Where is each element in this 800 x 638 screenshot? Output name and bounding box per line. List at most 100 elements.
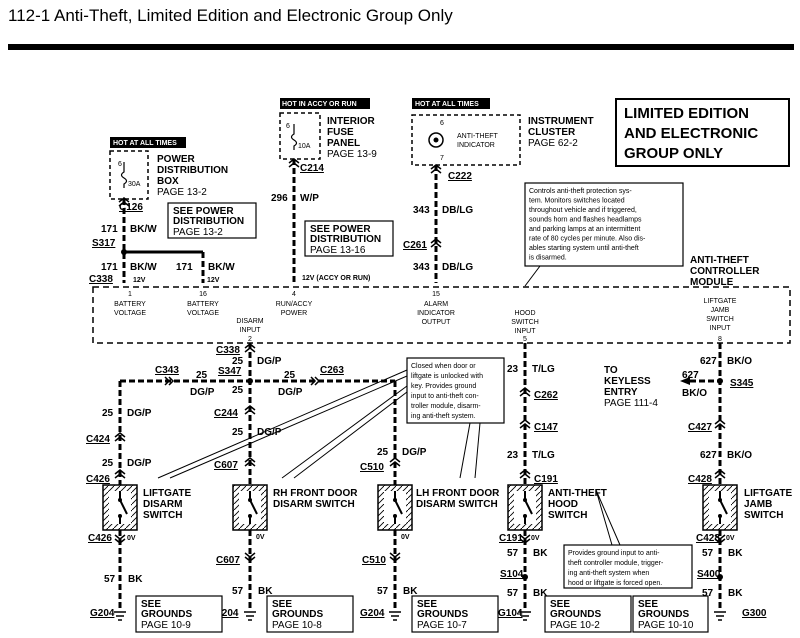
wire-627-color-a: BK/O [727,356,752,367]
grounds-2-page: PAGE 10-8 [272,620,322,631]
controls-note-line-5: and parking lamps at an intermittent [529,226,640,233]
wire-25-color-r: DG/P [278,387,303,398]
wire-57-color-d: BK [533,548,548,559]
wire-25-color-l: DG/P [190,387,215,398]
connector-c338-top: C338 [89,274,113,285]
closed-note: Closed when door or liftgate is unlocked… [406,357,505,424]
ground-g204-b: G204 [214,608,239,619]
wire-296-num: 296 [271,193,288,204]
cluster-page: PAGE 62-2 [528,138,578,149]
grounds-5-line-2: GROUNDS [638,609,689,620]
wire-171-color-b: BK/W [130,262,157,273]
connector-c263: C263 [320,365,344,376]
ground-symbols [114,611,726,621]
pin-1-label-1: BATTERY [114,301,146,308]
module-title-2: CONTROLLER [690,266,760,277]
see-grounds-3: SEE GROUNDS PAGE 10-7 [411,595,499,633]
splice-s347: S347 [218,366,242,377]
controls-note-line-6: rate of 80 cycles per minute. Also dis- [529,236,646,243]
wire-57-num-e: 57 [507,588,519,599]
ov-1: 0V [127,535,136,542]
wire-171-color-c: BK/W [208,262,235,273]
indicator-label-1: ANTI-THEFT [457,133,499,140]
pin-15-label-2: INDICATOR [417,310,455,317]
grounds-3-line-1: SEE [417,599,437,610]
splice-s317: S317 [92,238,116,249]
pin-16-num: 16 [199,291,207,298]
provides-note-line-3: ing anti-theft system when [568,570,649,577]
connector-c191-top: C191 [534,474,558,485]
switch-4-title-2: HOOD [548,499,578,510]
connector-c214: C214 [300,163,324,174]
provides-note-line-4: hood or liftgate is forced open. [568,580,662,587]
wire-57-num-a: 57 [104,574,116,585]
pdb-title-1: POWER [157,154,196,165]
ground-g104: G104 [498,608,523,619]
instrument-cluster: HOT AT ALL TIMES 6 7 ANTI-THEFT INDICATO… [411,98,594,166]
switch-5-title-2: JAMB [744,499,772,510]
wire-25-color-a: DG/P [257,427,282,438]
pin-8-label-1: LIFTGATE [704,298,737,305]
connector-c426-top: C426 [86,474,110,485]
connector-c428-top: C428 [688,474,712,485]
splice-s104: S104 [500,569,524,580]
ground-g300: G300 [742,608,767,619]
wire-25-num-d: 25 [377,447,389,458]
controls-note-line-7: ables starting system until anti-theft [529,245,639,252]
cluster-title-1: INSTRUMENT [528,116,594,127]
connector-c244: C244 [214,408,238,419]
connector-c607-bottom: C607 [216,555,240,566]
grounds-1-page: PAGE 10-9 [141,620,191,631]
connector-c126: C126 [119,202,143,213]
wire-25-color-b: DG/P [127,408,152,419]
lower-connector-symbols [114,343,726,562]
fuse-number: 6 [118,161,122,168]
switch-rh-front-door: RH FRONT DOOR DISARM SWITCH [232,484,358,531]
connector-c424: C424 [86,434,110,445]
connector-c261: C261 [403,240,427,251]
edition-line-1: LIMITED EDITION [624,105,749,122]
module-title-3: MODULE [690,277,734,288]
controls-note-line-4: sounds horn and flashes headlamps [529,217,642,224]
connector-c427: C427 [688,422,712,433]
v12-pin1: 12V [133,277,146,284]
see-power-1-page: PAGE 13-2 [173,227,223,238]
pin-1-label-2: VOLTAGE [114,310,146,317]
switch-1-title-1: LIFTGATE [143,488,191,499]
see-grounds-4: SEE GROUNDS PAGE 10-2 [544,595,632,633]
connector-c147: C147 [534,422,558,433]
ifp-title-3: PANEL [327,138,360,149]
wire-25-color-main: DG/P [257,356,282,367]
switch-3-title-1: LH FRONT DOOR [416,488,500,499]
switch-liftgate-jamb: LIFTGATE JAMB SWITCH [702,484,792,531]
connector-c510-bottom: C510 [362,555,386,566]
switch-2-title-1: RH FRONT DOOR [273,488,358,499]
keyless-line-1: TO [604,365,618,376]
wire-57-num-d: 57 [507,548,519,559]
wire-57-color-f: BK [728,548,743,559]
see-power-2-line-2: DISTRIBUTION [310,234,381,245]
closed-note-line-2: liftgate is unlocked with [411,373,483,380]
pin-16-label-1: BATTERY [187,301,219,308]
wire-25-num-r: 25 [284,370,296,381]
pin-4-label-1: RUN/ACCY [276,301,313,308]
see-power-1-line-2: DISTRIBUTION [173,216,244,227]
indicator-label-2: INDICATOR [457,142,495,149]
wire-627-num-c: 627 [700,450,717,461]
switch-4-title-1: ANTI-THEFT [548,488,607,499]
see-grounds-2: SEE GROUNDS PAGE 10-8 [266,595,354,633]
switch-3-title-2: DISARM SWITCH [416,499,498,510]
hot-label-ifp: HOT IN ACCY OR RUN [282,101,357,108]
hot-label-pdb: HOT AT ALL TIMES [113,140,177,147]
switch-4-title-3: SWITCH [548,510,587,521]
switch-5-title-1: LIFTGATE [744,488,792,499]
edition-line-3: GROUP ONLY [624,145,723,162]
connector-c428-bottom: C428 [696,533,720,544]
v12-accy: 12V (ACCY OR RUN) [302,275,370,282]
pin-5-num: 5 [523,336,527,343]
see-power-2-line-1: SEE POWER [310,224,371,235]
interior-fuse-panel: HOT IN ACCY OR RUN 6 10A INTERIOR FUSE P… [279,98,377,160]
pin-4-label-2: POWER [281,310,307,317]
pin-15-num: 15 [432,291,440,298]
